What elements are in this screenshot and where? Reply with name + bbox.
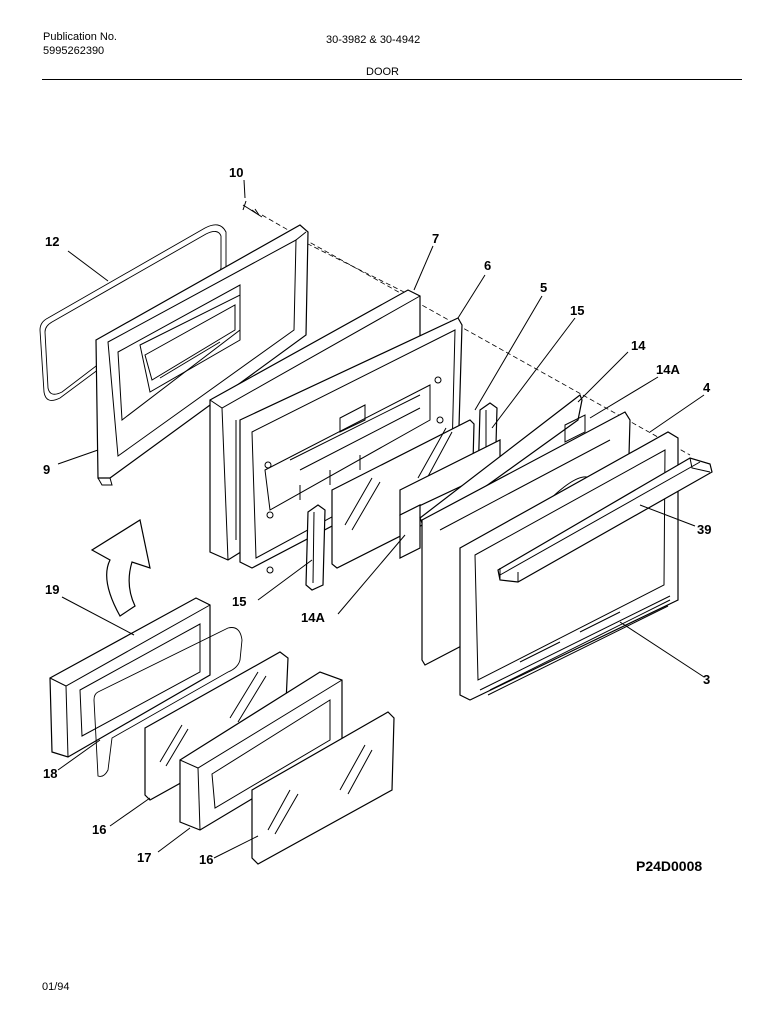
part-19-drawer-frame <box>49 597 211 758</box>
callout-14a-lower: 14A <box>301 610 325 625</box>
part-3-bottom-trim <box>487 599 671 696</box>
part-18-drawer-gasket <box>93 627 243 777</box>
alignment-lines <box>261 214 691 456</box>
header-rule <box>42 79 742 80</box>
callout-15-upper: 15 <box>570 303 584 318</box>
part-39-handle <box>497 457 713 583</box>
section-title: DOOR <box>366 66 399 78</box>
publication-label: Publication No. <box>43 31 117 43</box>
part-15-window-bracket-left <box>305 504 326 591</box>
callout-5: 5 <box>540 280 547 295</box>
callout-7: 7 <box>432 231 439 246</box>
part-16-drawer-glass-lower <box>251 711 395 865</box>
callout-18: 18 <box>43 766 57 781</box>
part-10-screw <box>242 200 263 218</box>
callout-3: 3 <box>703 672 710 687</box>
curved-arrow <box>90 519 151 617</box>
callout-39: 39 <box>697 522 711 537</box>
publication-date: 01/94 <box>42 981 70 993</box>
callout-14: 14 <box>631 338 646 353</box>
callout-16-right: 16 <box>199 852 213 867</box>
callout-10: 10 <box>229 165 243 180</box>
callout-14a-upper: 14A <box>656 362 680 377</box>
part-14a-insulation <box>399 439 501 559</box>
callout-16-left: 16 <box>92 822 106 837</box>
callout-12: 12 <box>45 234 59 249</box>
part-9-outer-door-frame <box>95 224 309 486</box>
reference-code: P24D0008 <box>636 858 703 874</box>
callout-6: 6 <box>484 258 491 273</box>
model-numbers: 30-3982 & 30-4942 <box>326 34 421 46</box>
leader-lines <box>57 179 705 859</box>
publication-number: 5995262390 <box>43 45 105 57</box>
callout-9: 9 <box>43 462 50 477</box>
callout-4: 4 <box>703 380 711 395</box>
callout-15-lower: 15 <box>232 594 246 609</box>
callout-19: 19 <box>45 582 59 597</box>
callout-labels: 10 12 7 6 5 15 14 14A 4 9 39 15 14A 3 19… <box>43 165 711 867</box>
callout-17: 17 <box>137 850 151 865</box>
